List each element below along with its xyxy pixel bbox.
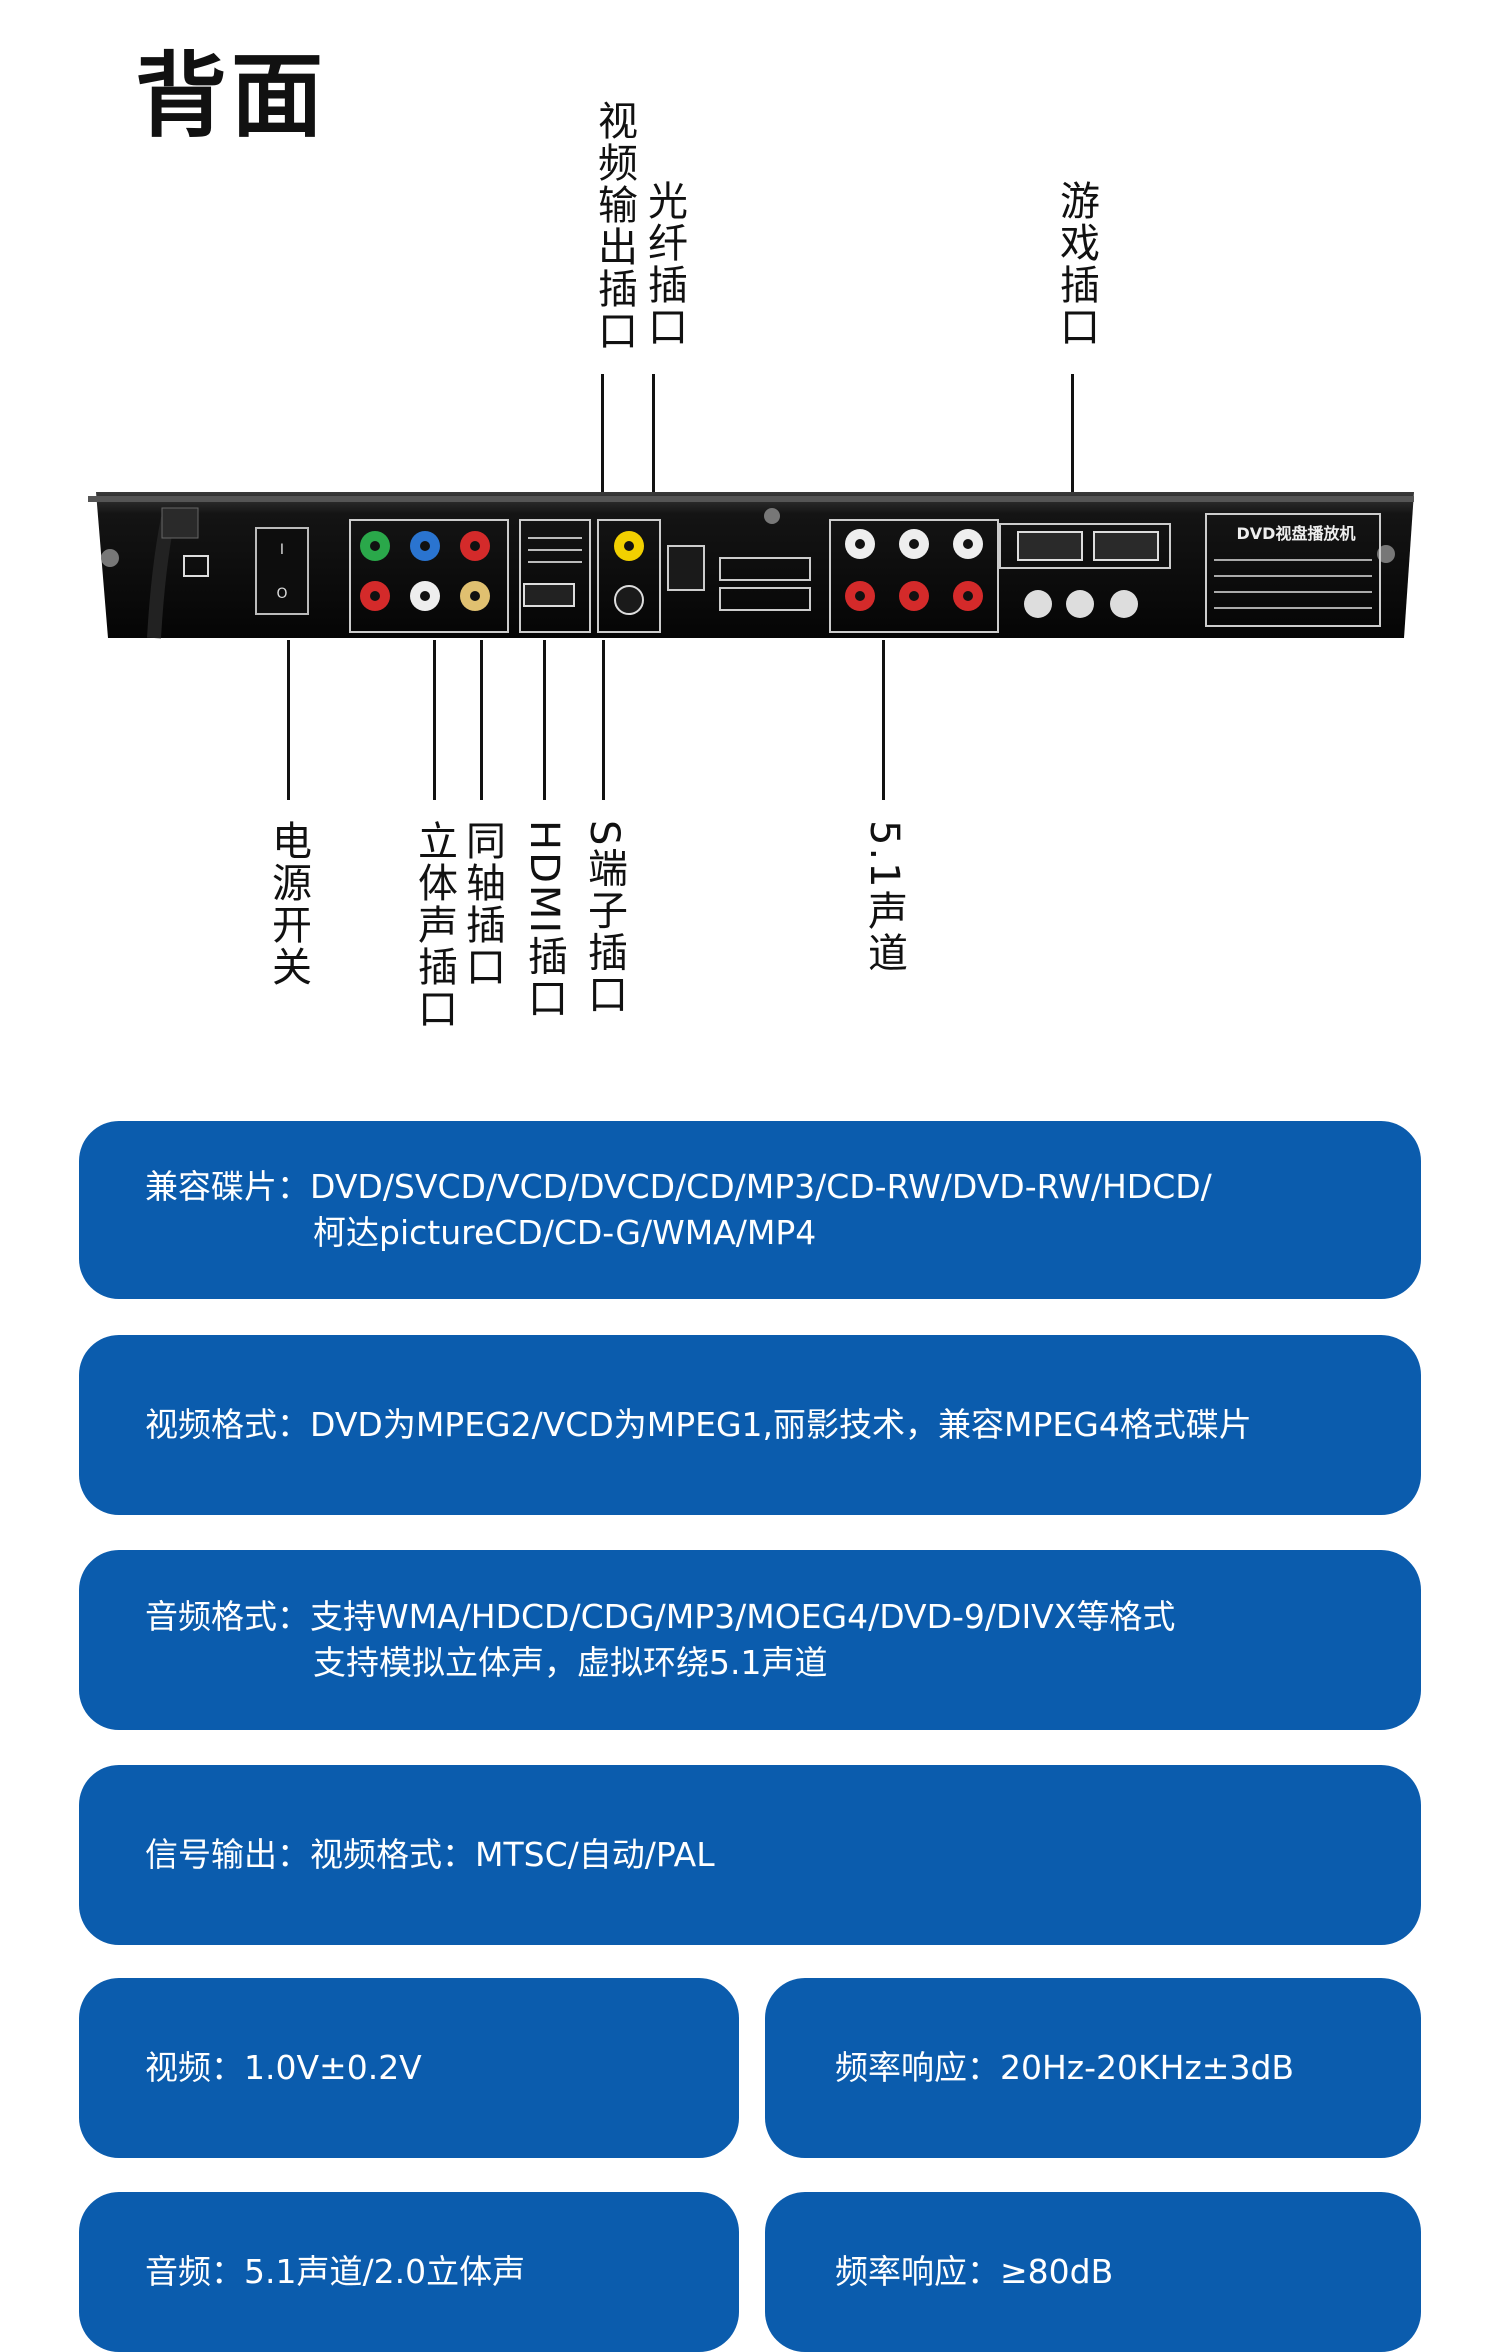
- spec-label: 信号输出：: [145, 1835, 310, 1874]
- spec-card-video-level: 视频：1.0V±0.2V: [79, 1978, 739, 2158]
- coaxial-leader: [480, 640, 483, 800]
- hdmi-label: HDMI插口: [521, 820, 567, 1020]
- s-video-label: S端子插口: [581, 820, 627, 1016]
- spec-card-signal: 信号输出： 视频格式：MTSC/自动/PAL: [79, 1765, 1421, 1945]
- hdmi-leader: [543, 640, 546, 800]
- stereo-label: 立体声插口: [411, 820, 457, 1030]
- game-port-label: 游戏插口: [1053, 180, 1099, 348]
- spec-value: 支持WMA/HDCD/CDG/MP3/MOEG4/DVD-9/DIVX等格式: [310, 1597, 1176, 1636]
- spec-value-line2: 支持模拟立体声，虚拟环绕5.1声道: [313, 1643, 828, 1682]
- spec-card-compat: 兼容碟片： DVD/SVCD/VCD/DVCD/CD/MP3/CD-RW/DVD…: [79, 1121, 1421, 1299]
- optical-label: 光纤插口: [641, 180, 687, 348]
- dvd-player-back-panel: I O: [88, 488, 1414, 648]
- surround-label: 5.1声道: [861, 820, 907, 974]
- video-out-label: 视频输出插口: [591, 100, 637, 352]
- game-port-leader: [1071, 374, 1074, 524]
- spec-card-freq-response: 频率响应：20Hz-20KHz±3dB: [765, 1978, 1421, 2158]
- spec-value-line2: 柯达pictureCD/CD-G/WMA/MP4: [313, 1213, 817, 1252]
- spec-card-video-format: 视频格式： DVD为MPEG2/VCD为MPEG1,丽影技术，兼容MPEG4格式…: [79, 1335, 1421, 1515]
- spec-value: DVD/SVCD/VCD/DVCD/CD/MP3/CD-RW/DVD-RW/HD…: [310, 1167, 1212, 1206]
- nameplate-title: DVD视盘播放机: [1236, 524, 1356, 543]
- spec-text: 频率响应：20Hz-20KHz±3dB: [835, 2048, 1295, 2087]
- spec-label: 音频格式：: [145, 1597, 310, 1636]
- spec-label: 视频格式：: [145, 1405, 310, 1444]
- spec-card-audio-format: 音频格式： 支持WMA/HDCD/CDG/MP3/MOEG4/DVD-9/DIV…: [79, 1550, 1421, 1730]
- stereo-leader: [433, 640, 436, 800]
- page-title: 背面: [135, 43, 328, 150]
- surround-leader: [882, 640, 885, 800]
- spec-value: 视频格式：MTSC/自动/PAL: [310, 1835, 715, 1874]
- spec-label: 兼容碟片：: [145, 1167, 310, 1206]
- spec-value: DVD为MPEG2/VCD为MPEG1,丽影技术，兼容MPEG4格式碟片: [310, 1405, 1252, 1444]
- spec-card-snr: 频率响应：≥80dB: [765, 2192, 1421, 2352]
- power-leader: [287, 640, 290, 800]
- spec-card-audio: 音频：5.1声道/2.0立体声: [79, 2192, 739, 2352]
- spec-text: 视频：1.0V±0.2V: [145, 2048, 422, 2087]
- s-video-leader: [602, 640, 605, 800]
- coaxial-label: 同轴插口: [459, 820, 505, 988]
- power-label: 电源开关: [265, 820, 311, 988]
- spec-text: 频率响应：≥80dB: [835, 2252, 1114, 2291]
- video-out-leader: [601, 374, 604, 544]
- optical-leader: [652, 374, 655, 539]
- svg-text:I: I: [280, 542, 284, 558]
- svg-text:O: O: [276, 586, 287, 602]
- spec-text: 音频：5.1声道/2.0立体声: [145, 2252, 526, 2291]
